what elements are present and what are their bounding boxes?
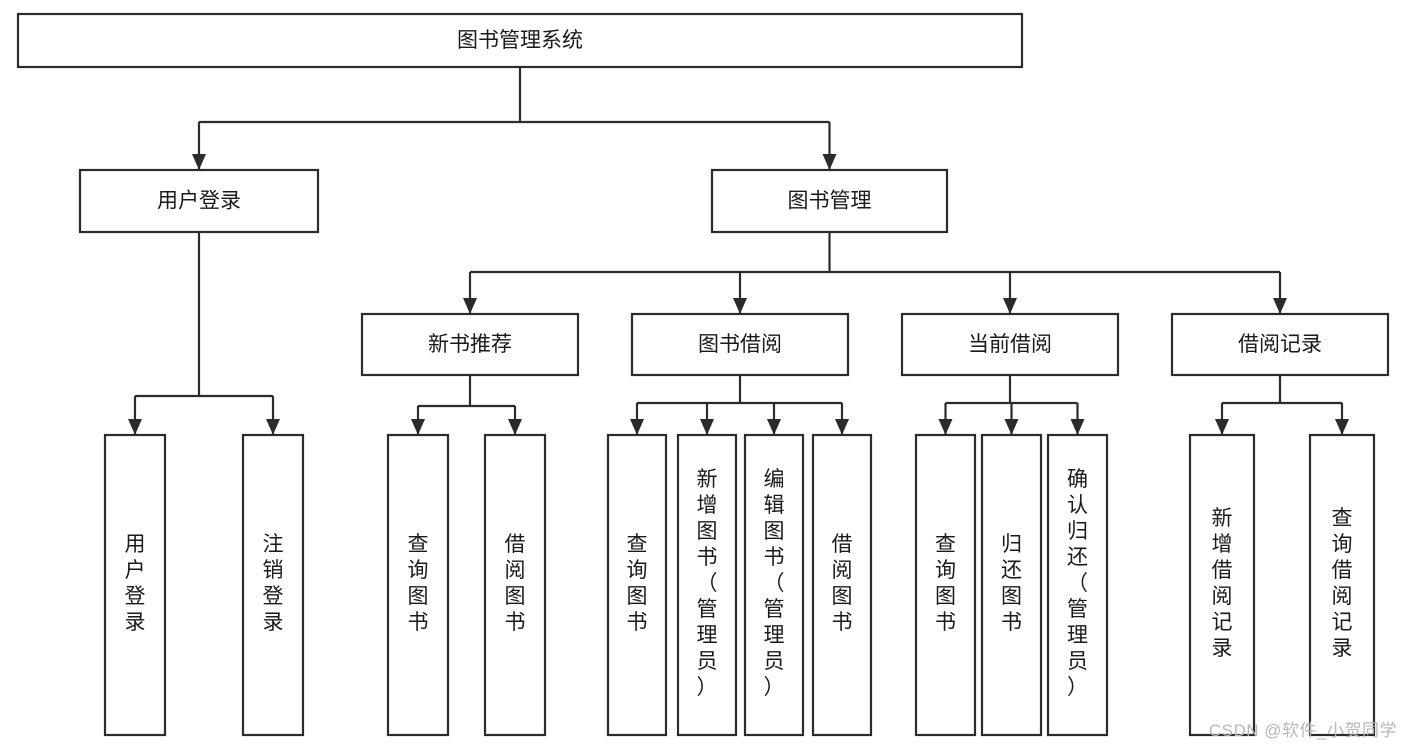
node-box-current-borrow bbox=[900, 312, 1120, 377]
arrow-head-icon bbox=[411, 419, 425, 435]
node-label-leaf-edit-book: 编辑图书（管理员） bbox=[764, 468, 785, 699]
node-label-leaf-query-book-borrow: 查询图书 bbox=[627, 533, 648, 634]
arrow-head-icon bbox=[630, 419, 644, 435]
node-leaf-user-login[interactable]: 用户登录 bbox=[103, 433, 167, 737]
arrow-head-icon bbox=[128, 419, 142, 435]
node-box-leaf-query-book-cur bbox=[914, 433, 977, 737]
arrow-head-icon bbox=[1003, 298, 1017, 314]
node-leaf-confirm-return[interactable]: 确认归还（管理员） bbox=[1046, 433, 1109, 737]
node-label-leaf-return-book: 归还图书 bbox=[1001, 533, 1022, 634]
node-current-borrow[interactable]: 当前借阅 bbox=[900, 312, 1120, 377]
node-label-leaf-add-record: 新增借阅记录 bbox=[1212, 507, 1233, 660]
node-box-new-book-rec bbox=[360, 312, 580, 377]
node-box-borrow-record bbox=[1170, 312, 1390, 377]
node-box-leaf-confirm-return bbox=[1046, 433, 1109, 737]
node-label-borrow-record: 借阅记录 bbox=[1238, 333, 1322, 356]
connector-from-book-manage bbox=[463, 232, 1287, 314]
node-box-book-borrow bbox=[630, 312, 850, 377]
arrow-head-icon bbox=[1335, 419, 1349, 435]
node-borrow-record[interactable]: 借阅记录 bbox=[1170, 312, 1390, 377]
arrow-head-icon bbox=[835, 419, 849, 435]
node-label-leaf-confirm-return: 确认归还（管理员） bbox=[1067, 468, 1088, 699]
arrow-head-icon bbox=[1273, 298, 1287, 314]
node-label-leaf-logout: 注销登录 bbox=[263, 533, 284, 634]
node-box-user-login bbox=[78, 168, 320, 234]
arrow-head-icon bbox=[192, 154, 206, 170]
arrow-head-icon bbox=[1070, 419, 1085, 435]
node-leaf-edit-book[interactable]: 编辑图书（管理员） bbox=[743, 433, 805, 737]
node-root[interactable]: 图书管理系统 bbox=[16, 12, 1024, 69]
node-label-book-manage: 图书管理 bbox=[788, 190, 872, 213]
node-label-leaf-query-record: 查询借阅记录 bbox=[1332, 507, 1353, 660]
node-box-leaf-edit-book bbox=[743, 433, 805, 737]
connectors-layer bbox=[128, 67, 1349, 435]
arrow-head-icon bbox=[1215, 419, 1229, 435]
node-label-leaf-query-book-cur: 查询图书 bbox=[935, 533, 956, 634]
arrow-head-icon bbox=[938, 419, 953, 435]
node-box-leaf-user-login bbox=[103, 433, 167, 737]
connector-from-borrow-record bbox=[1215, 375, 1349, 435]
node-leaf-query-book-new[interactable]: 查询图书 bbox=[386, 433, 450, 737]
connector-from-book-borrow bbox=[630, 375, 849, 435]
node-label-leaf-borrow-book: 借阅图书 bbox=[832, 533, 853, 634]
node-box-leaf-query-record bbox=[1308, 433, 1376, 737]
node-leaf-query-record[interactable]: 查询借阅记录 bbox=[1308, 433, 1376, 737]
node-label-leaf-query-book-new: 查询图书 bbox=[408, 533, 429, 634]
node-leaf-add-book[interactable]: 新增图书（管理员） bbox=[676, 433, 738, 737]
arrow-head-icon bbox=[700, 419, 714, 435]
arrow-head-icon bbox=[767, 419, 781, 435]
node-box-leaf-borrow-book bbox=[811, 433, 873, 737]
node-label-leaf-add-book: 新增图书（管理员） bbox=[697, 468, 718, 699]
node-leaf-add-record[interactable]: 新增借阅记录 bbox=[1188, 433, 1256, 737]
node-leaf-borrow-book[interactable]: 借阅图书 bbox=[811, 433, 873, 737]
node-leaf-logout[interactable]: 注销登录 bbox=[241, 433, 305, 737]
node-box-leaf-logout bbox=[241, 433, 305, 737]
node-box-root bbox=[16, 12, 1024, 69]
node-user-login[interactable]: 用户登录 bbox=[78, 168, 320, 234]
node-leaf-return-book[interactable]: 归还图书 bbox=[980, 433, 1043, 737]
connector-from-new-book-rec bbox=[411, 375, 522, 435]
node-label-leaf-borrow-book-new: 借阅图书 bbox=[505, 533, 526, 634]
connector-from-user-login bbox=[128, 232, 280, 435]
node-new-book-rec[interactable]: 新书推荐 bbox=[360, 312, 580, 377]
node-label-leaf-user-login: 用户登录 bbox=[125, 533, 146, 634]
node-box-leaf-add-book bbox=[676, 433, 738, 737]
node-leaf-query-book-borrow[interactable]: 查询图书 bbox=[606, 433, 668, 737]
arrow-head-icon bbox=[733, 298, 747, 314]
arrow-head-icon bbox=[1004, 419, 1019, 435]
node-box-leaf-add-record bbox=[1188, 433, 1256, 737]
arrow-head-icon bbox=[463, 298, 477, 314]
node-label-user-login: 用户登录 bbox=[157, 190, 241, 213]
arrow-head-icon bbox=[266, 419, 280, 435]
node-book-manage[interactable]: 图书管理 bbox=[710, 168, 949, 234]
node-box-leaf-query-book-borrow bbox=[606, 433, 668, 737]
arrow-head-icon bbox=[508, 419, 522, 435]
node-leaf-query-book-cur[interactable]: 查询图书 bbox=[914, 433, 977, 737]
node-label-root: 图书管理系统 bbox=[457, 29, 583, 52]
node-leaf-borrow-book-new[interactable]: 借阅图书 bbox=[483, 433, 547, 737]
node-box-leaf-query-book-new bbox=[386, 433, 450, 737]
arrow-head-icon bbox=[822, 154, 837, 170]
node-book-borrow[interactable]: 图书借阅 bbox=[630, 312, 850, 377]
node-box-book-manage bbox=[710, 168, 949, 234]
nodes-layer: 图书管理系统用户登录图书管理新书推荐图书借阅当前借阅借阅记录用户登录注销登录查询… bbox=[16, 12, 1390, 737]
connector-from-current-borrow bbox=[938, 375, 1085, 435]
node-label-current-borrow: 当前借阅 bbox=[968, 333, 1052, 356]
node-box-leaf-borrow-book-new bbox=[483, 433, 547, 737]
node-label-book-borrow: 图书借阅 bbox=[698, 333, 782, 356]
node-label-new-book-rec: 新书推荐 bbox=[428, 333, 512, 356]
node-box-leaf-return-book bbox=[980, 433, 1043, 737]
connector-from-root bbox=[192, 67, 837, 170]
